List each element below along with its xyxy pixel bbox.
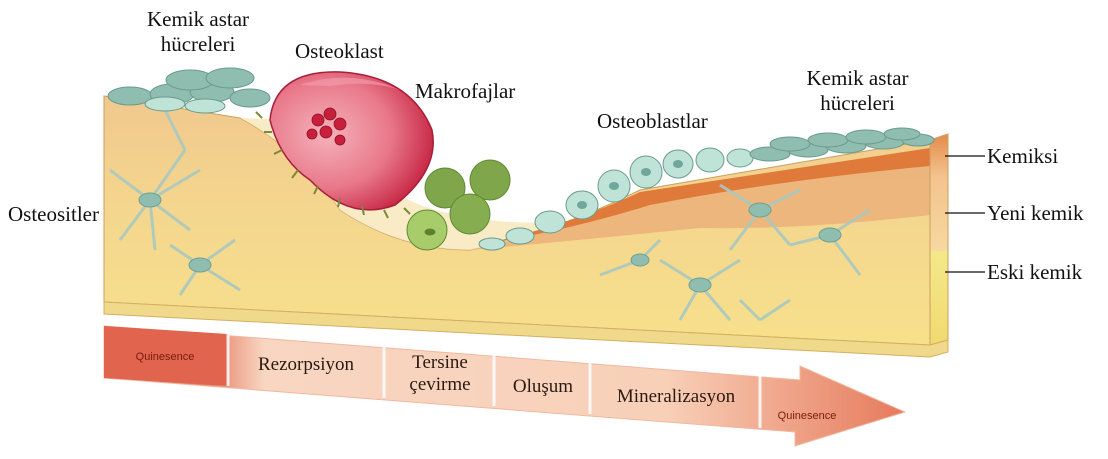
phase-reversal: Tersine çevirme xyxy=(390,352,490,396)
phase-quinesence-start: Quinesence xyxy=(110,346,220,368)
label-lining-cells-left-line2: hücreleri xyxy=(128,32,268,57)
label-macrophages: Makrofajlar xyxy=(415,79,515,104)
block-side-face xyxy=(930,134,948,345)
phase-quinesence-end: Quinesence xyxy=(762,405,852,427)
label-osteoblasts: Osteoblastlar xyxy=(597,109,708,134)
label-lining-cells-left: Kemik astar hücreleri xyxy=(128,7,268,57)
phase-resorption: Rezorpsiyon xyxy=(236,354,376,376)
label-lining-cells-right: Kemik astar hücreleri xyxy=(780,66,935,116)
label-osteoclast: Osteoklast xyxy=(295,39,384,64)
phase-mineralization: Mineralizasyon xyxy=(596,386,756,408)
label-lining-cells-left-line1: Kemik astar xyxy=(128,7,268,32)
label-new-bone: Yeni kemik xyxy=(987,201,1083,226)
label-old-bone: Eski kemik xyxy=(987,260,1082,285)
label-lining-cells-right-line1: Kemik astar xyxy=(780,66,935,91)
label-osteocytes: Osteositler xyxy=(8,202,99,227)
phase-formation: Oluşum xyxy=(498,376,588,398)
leader-lines xyxy=(945,156,985,272)
label-osteoid: Kemiksi xyxy=(987,144,1058,169)
label-lining-cells-right-line2: hücreleri xyxy=(780,91,935,116)
